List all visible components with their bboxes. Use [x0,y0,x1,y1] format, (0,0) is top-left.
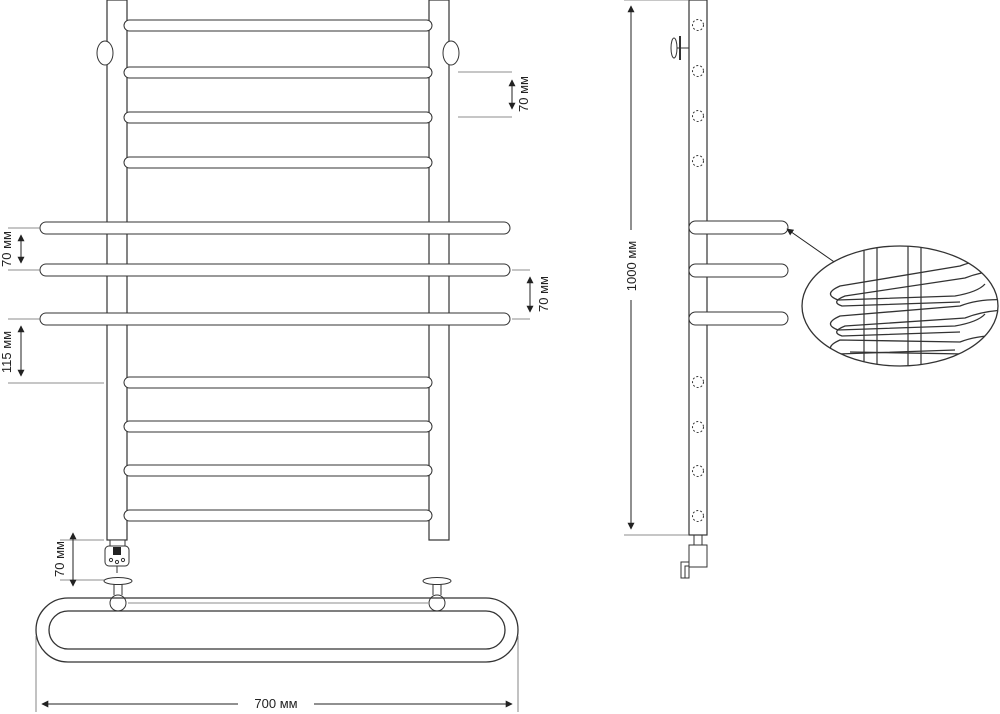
wall-mount-right [442,40,460,66]
dim-shelf-gap: 115 мм [0,331,14,373]
detail-frame [801,245,999,367]
rung [123,420,433,433]
dim-shelf-spacing-right: 70 мм [536,276,551,312]
dim-connector-offset: 70 мм [52,541,67,577]
dim-total-height: 1000 мм [624,241,639,291]
detail-callout [786,228,999,367]
top-view-loop [35,597,519,663]
rung [123,464,433,477]
shelf-bars [39,221,511,326]
rung [123,509,433,522]
rung [123,156,433,169]
dim-total-width: 700 мм [254,696,297,711]
dim-rung-spacing-top: 70 мм [516,76,531,112]
top-rungs [123,19,433,169]
rung [123,66,433,79]
front-dimensions: 70 мм 70 мм 70 мм 115 мм 70 мм 700 мм [0,71,551,712]
shelf-bar [39,221,511,235]
side-shelf-bars [688,220,789,326]
rung [123,19,433,32]
rung-sockets [692,19,704,522]
wall-mount-left [96,40,114,66]
bottom-brackets [103,577,452,612]
rung [123,111,433,124]
heater-connector [104,539,130,573]
bottom-rungs [123,376,433,522]
dim-shelf-spacing-left: 70 мм [0,231,14,267]
rung [123,376,433,389]
shelf-bar [39,263,511,277]
side-heater-plug [680,535,708,579]
shelf-bar [39,312,511,326]
front-view [35,0,519,663]
side-view: 1000 мм [622,0,789,579]
